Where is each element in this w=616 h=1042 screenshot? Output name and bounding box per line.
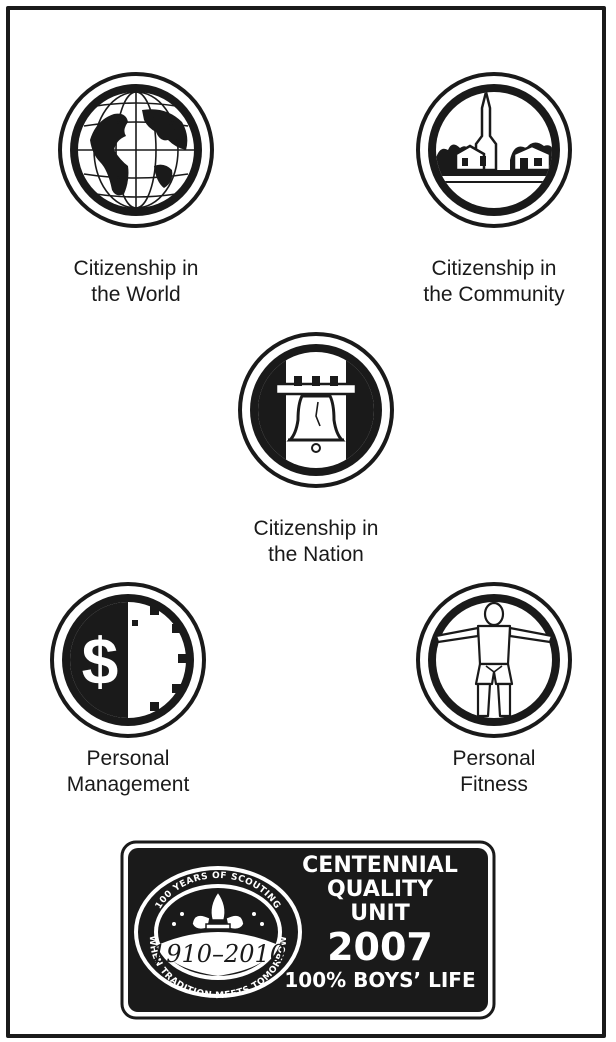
centennial-year: 2007 — [327, 925, 433, 969]
centennial-title: CENTENNIAL — [302, 853, 458, 878]
caption-line: Fitness — [460, 773, 528, 796]
badge-personal-management: $ — [48, 580, 208, 740]
caption-personal-fitness: Personal Fitness — [384, 746, 604, 798]
caption-line: the Community — [423, 283, 565, 306]
centennial-unit: UNIT — [350, 901, 410, 926]
badge-citizenship-nation — [236, 330, 396, 490]
years-text: 1910–2010 — [151, 940, 285, 968]
svg-text:$: $ — [82, 624, 119, 698]
centennial-subtitle: QUALITY — [326, 877, 434, 902]
caption-citizenship-world: Citizenship in the World — [26, 256, 246, 308]
centennial-text-block: CENTENNIAL QUALITY UNIT 2007 100% BOYS’ … — [280, 853, 480, 993]
badge-citizenship-community — [414, 70, 574, 230]
church-icon — [416, 72, 572, 228]
caption-line: Citizenship in — [73, 257, 199, 280]
caption-line: Citizenship in — [253, 517, 379, 540]
caption-line: Management — [66, 773, 190, 796]
caption-line: the World — [91, 283, 181, 306]
caption-line: Citizenship in — [431, 257, 557, 280]
dollar-sign-icon: $ — [50, 582, 206, 738]
human-figure-icon — [416, 582, 572, 738]
fleur-de-lis-icon — [191, 890, 245, 931]
caption-personal-management: Personal Management — [18, 746, 238, 798]
caption-line: the Nation — [268, 543, 364, 566]
liberty-bell-icon — [238, 332, 394, 488]
caption-citizenship-community: Citizenship in the Community — [384, 256, 604, 308]
globe-icon — [58, 72, 214, 228]
caption-citizenship-nation: Citizenship in the Nation — [206, 516, 426, 568]
caption-line: Personal — [86, 747, 170, 770]
centennial-emblem-shape: 100 YEARS OF SCOUTING WHEN TRADITION MEE… — [120, 840, 496, 1020]
badge-personal-fitness — [414, 580, 574, 740]
badge-citizenship-world — [56, 70, 216, 230]
boys-life-label: 100% BOYS’ LIFE — [284, 968, 476, 992]
caption-line: Personal — [452, 747, 536, 770]
page-frame — [6, 6, 606, 1038]
centennial-quality-unit-emblem: 100 YEARS OF SCOUTING WHEN TRADITION MEE… — [120, 840, 496, 1020]
